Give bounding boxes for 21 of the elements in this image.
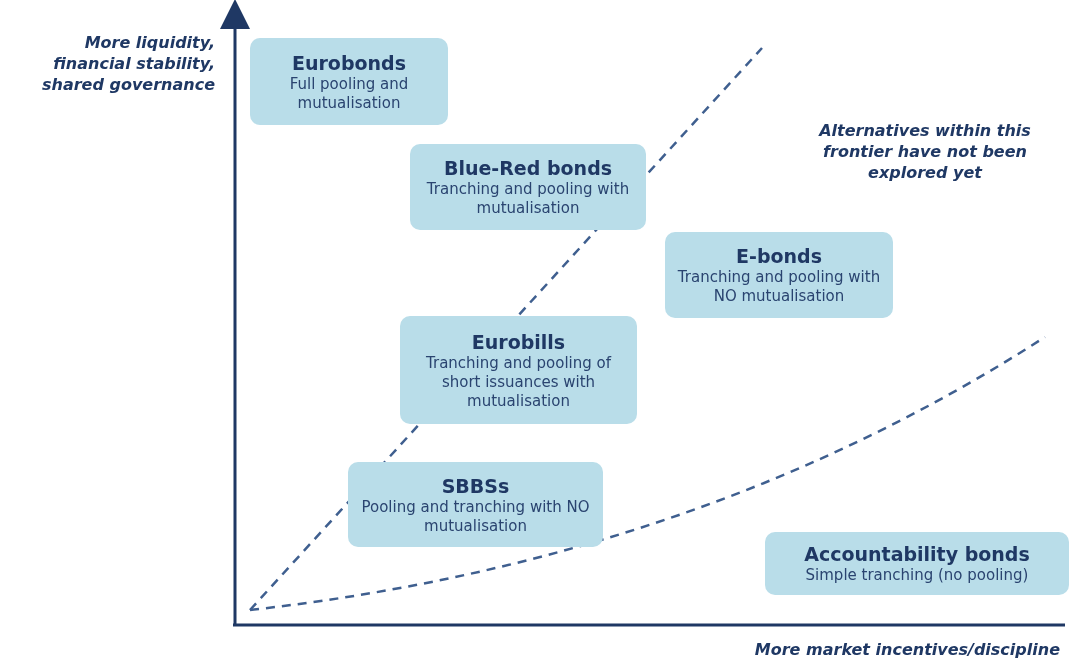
bond-title: Blue-Red bonds — [443, 156, 613, 180]
bond-box — [410, 144, 646, 230]
bond-description: Full pooling and mutualisation — [288, 74, 410, 113]
bond-box — [250, 38, 448, 125]
bond-box — [765, 532, 1069, 595]
bond-description: Tranching and pooling of short issuances with mutualisation — [425, 353, 613, 411]
bond-description: Tranching and pooling with NO mutualisation — [676, 268, 882, 306]
bond-description: Pooling and tranching with NO mutualisation — [360, 497, 591, 536]
bond-box — [348, 462, 603, 547]
y-axis-label: More liquidity, financial stability, shared governance — [41, 32, 215, 95]
bond-description: Simple tranching (no pooling) — [805, 566, 1029, 585]
note-text: Alternatives within this frontier have not been explored yet — [817, 120, 1032, 183]
bond-title: E-bonds — [736, 244, 822, 268]
bond-title: SBBSs — [441, 473, 510, 498]
bond-description: Tranching and pooling with mutualisation — [425, 180, 631, 218]
bond-box — [665, 232, 893, 318]
bond-box — [400, 316, 637, 424]
bond-title: Eurobills — [471, 329, 566, 354]
x-axis-label: More market incentives/discipline — [753, 639, 1060, 660]
bond-title: Accountability bonds — [804, 542, 1030, 566]
bond-title: Eurobonds — [292, 50, 406, 75]
